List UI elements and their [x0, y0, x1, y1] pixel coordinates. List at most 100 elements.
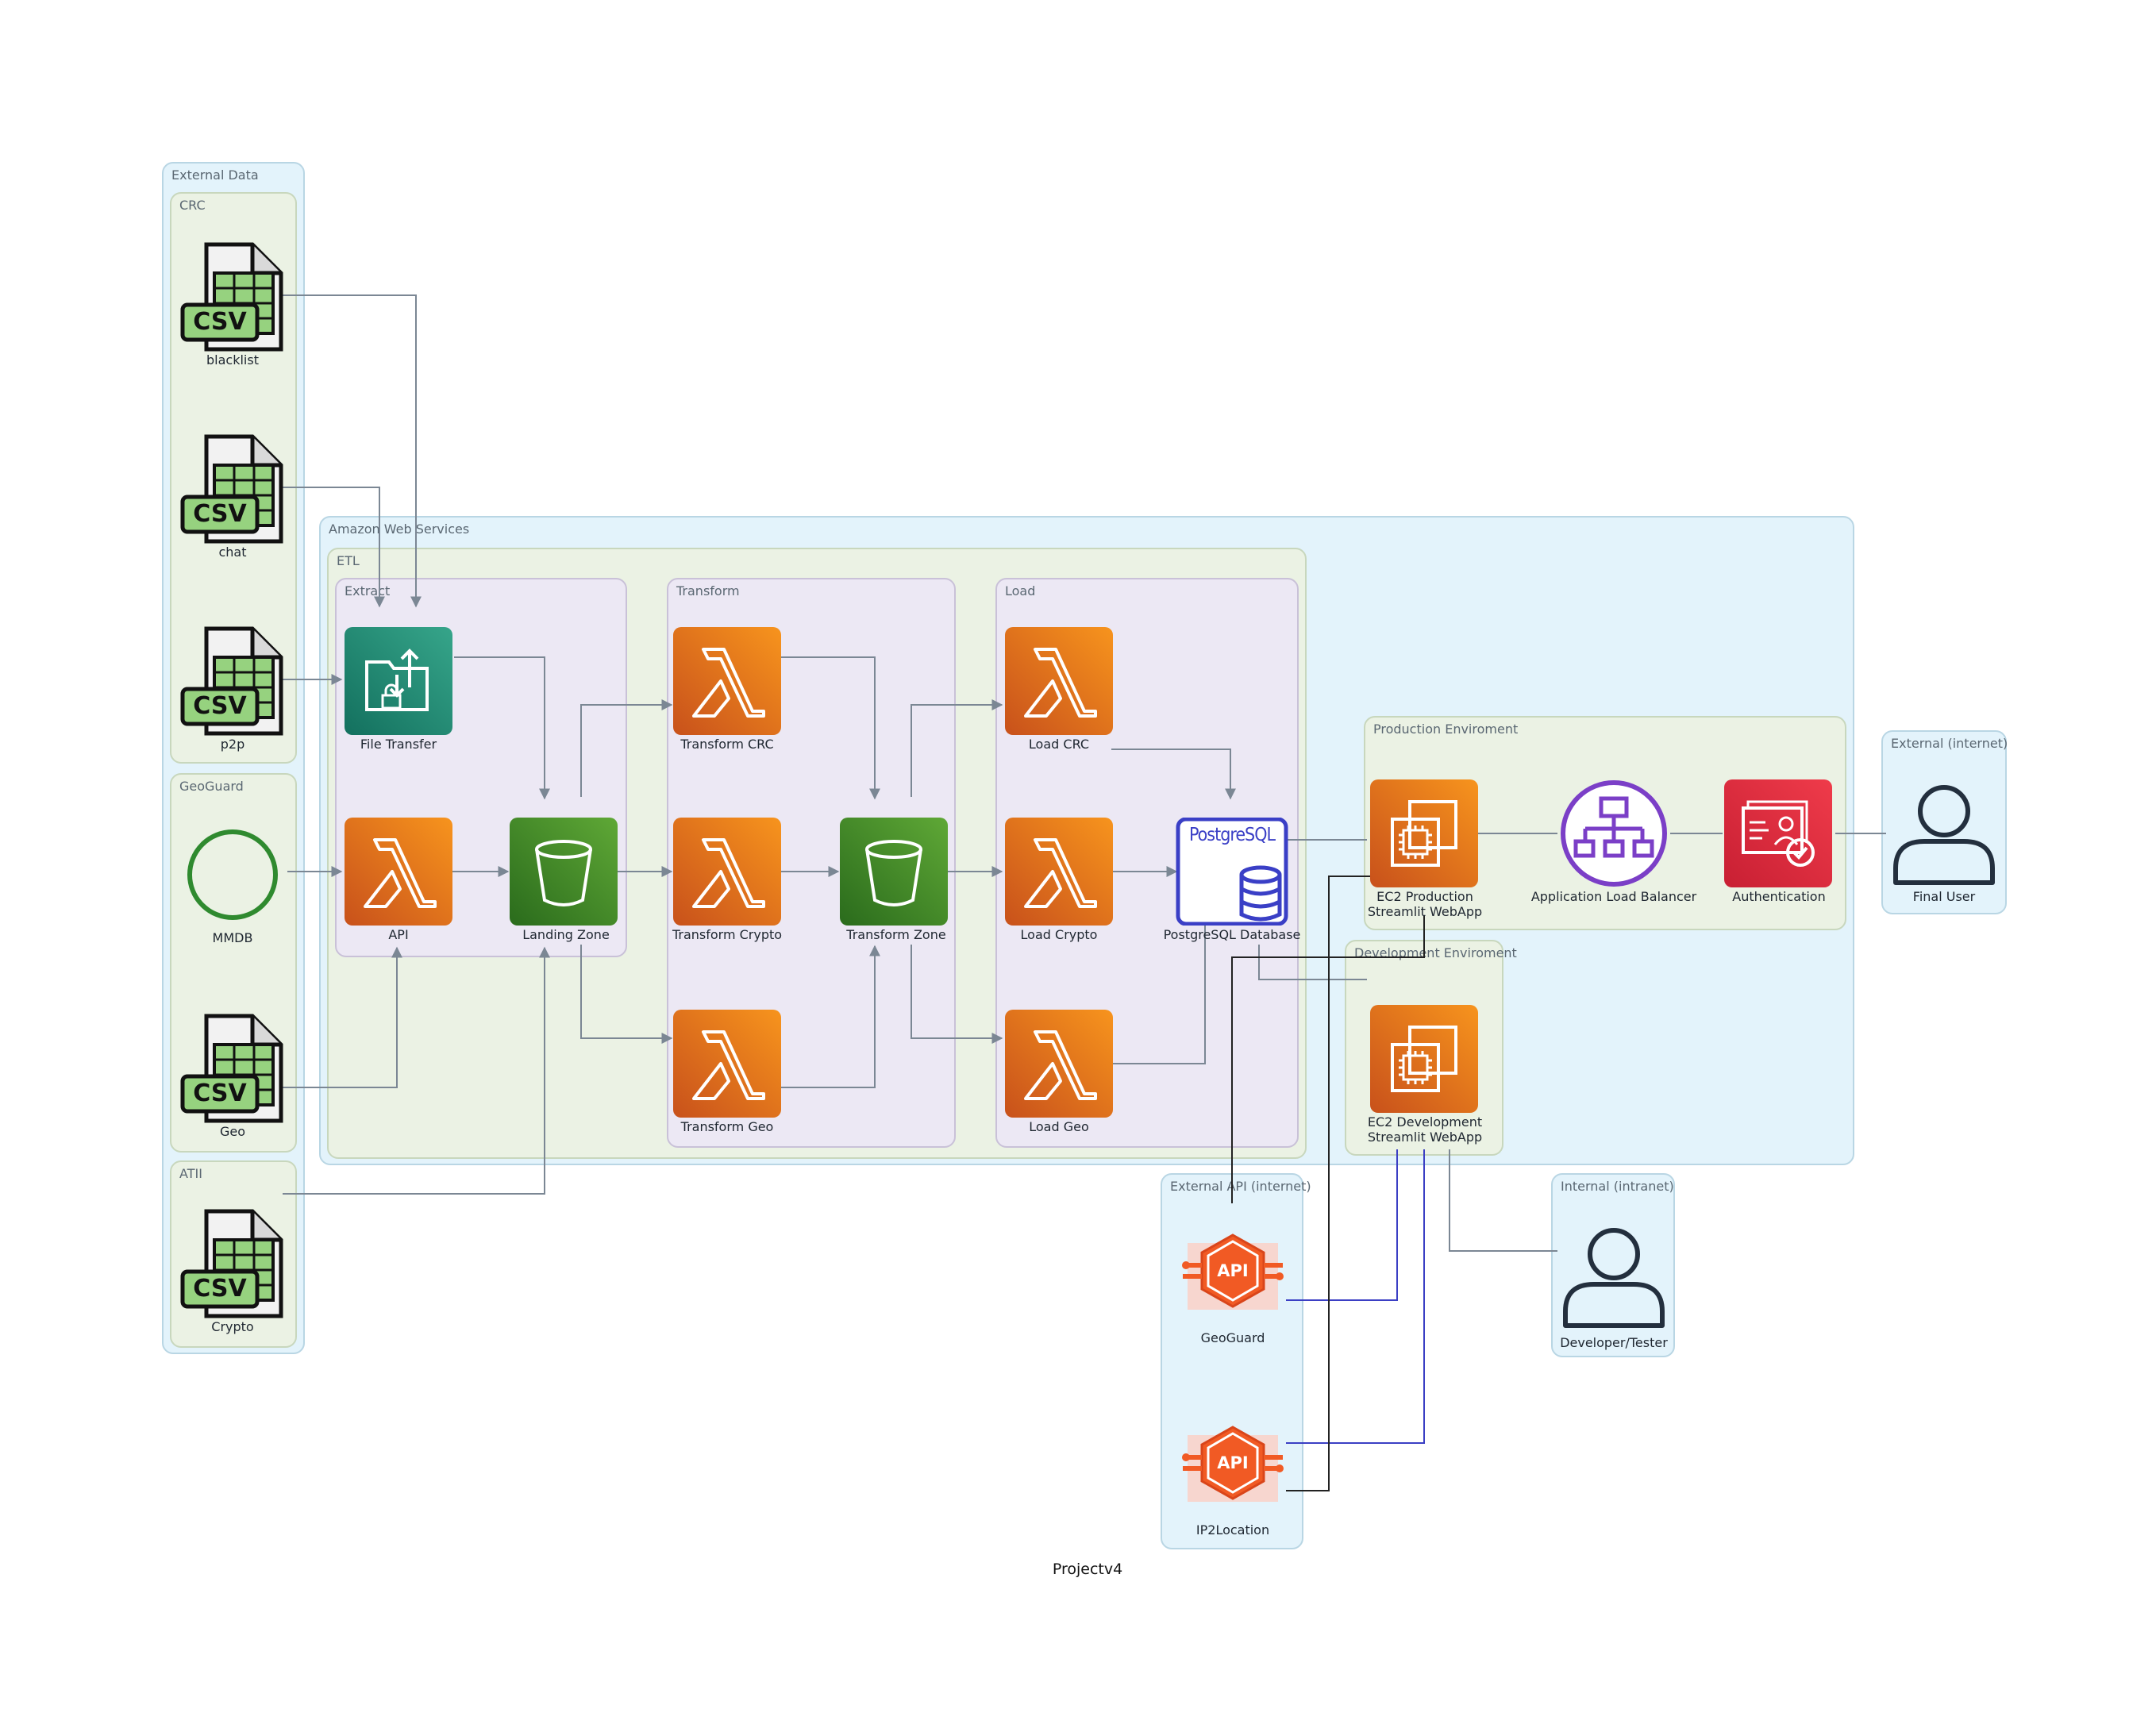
node-load-geo: Load Geo: [1003, 1010, 1115, 1137]
node-alb: Application Load Balancer: [1524, 779, 1704, 906]
cluster-label: Amazon Web Services: [329, 521, 470, 537]
node-label: blacklist: [206, 352, 259, 368]
load-balancer-icon: [1561, 780, 1667, 887]
api-gateway-icon: [1182, 1233, 1284, 1310]
node-label: GeoGuard: [1200, 1330, 1265, 1345]
node-chat: CSV chat: [179, 433, 286, 560]
cluster-label: Production Enviroment: [1373, 722, 1519, 737]
node-label: Authentication: [1732, 889, 1826, 904]
cluster-label: External (internet): [1891, 736, 2008, 751]
node-label: Transform Geo: [680, 1119, 774, 1134]
cluster-label: CRC: [179, 198, 206, 213]
node-p2p: CSV p2p: [179, 625, 286, 752]
cluster-label: Transform: [676, 583, 740, 598]
node-load-crypto: Load Crypto: [1003, 818, 1115, 945]
s3-bucket-icon: [840, 818, 948, 926]
node-ip2location-api: API IP2Location: [1175, 1419, 1291, 1546]
cluster-label: ATII: [179, 1166, 202, 1181]
node-label: Transform CRC: [680, 737, 774, 752]
node-file-transfer: File Transfer: [343, 627, 454, 754]
csv-icon-text: CSV: [193, 692, 247, 720]
s3-bucket-icon: [510, 818, 618, 926]
api-gateway-icon: [1182, 1426, 1284, 1502]
user-icon: [1563, 1228, 1665, 1328]
diagram-title: Projectv4: [1052, 1561, 1123, 1578]
node-label: Application Load Balancer: [1530, 889, 1697, 904]
csv-file-icon: [180, 1209, 283, 1318]
api-icon-text: API: [1217, 1453, 1249, 1472]
node-ec2-production: EC2 Production Streamlit WebApp: [1365, 779, 1484, 922]
node-label: Crypto: [211, 1319, 254, 1334]
transfer-family-icon: [345, 627, 452, 735]
csv-icon-text: CSV: [193, 1275, 247, 1303]
node-label: EC2 Development: [1367, 1114, 1483, 1130]
cluster-label: Load: [1005, 583, 1036, 598]
cluster-label: External API (internet): [1170, 1179, 1311, 1194]
node-landing-zone: Landing Zone: [506, 818, 626, 945]
csv-file-icon: [180, 626, 283, 736]
node-label: EC2 Production: [1376, 889, 1473, 904]
lambda-icon: [345, 818, 452, 926]
node-load-crc: Load CRC: [1003, 627, 1115, 754]
cluster-label: Extract: [345, 583, 391, 598]
node-label: File Transfer: [360, 737, 437, 752]
csv-file-icon: [180, 434, 283, 544]
cluster-label: Development Enviroment: [1354, 945, 1517, 960]
node-label: MMDB: [212, 930, 253, 945]
lambda-icon: [1005, 627, 1113, 735]
node-label: API: [388, 927, 409, 942]
node-crypto-csv: CSV Crypto: [179, 1208, 286, 1335]
node-transform-crc: Transform CRC: [672, 627, 783, 754]
node-transform-geo: Transform Geo: [672, 1010, 783, 1137]
ec2-icon: [1370, 779, 1478, 887]
lambda-icon: [1005, 818, 1113, 926]
cluster-label: External Data: [171, 167, 259, 183]
node-ec2-development: EC2 Development Streamlit WebApp: [1365, 1005, 1484, 1148]
cluster-label: Internal (intranet): [1561, 1179, 1674, 1194]
cluster-label: GeoGuard: [179, 779, 244, 794]
node-geoguard-api: API GeoGuard: [1175, 1227, 1291, 1354]
node-postgres: PostgreSQL PostgreSQL Database: [1162, 818, 1302, 945]
node-label: Transform Crypto: [672, 927, 783, 942]
node-label: IP2Location: [1195, 1522, 1270, 1537]
node-developer-tester: Developer/Tester: [1556, 1222, 1672, 1357]
ec2-icon: [1370, 1005, 1478, 1113]
node-label: Load CRC: [1028, 737, 1090, 752]
lambda-icon: [1005, 1010, 1113, 1118]
node-label: p2p: [220, 737, 245, 752]
node-label: Streamlit WebApp: [1367, 904, 1483, 919]
node-label: Load Crypto: [1020, 927, 1098, 942]
csv-icon-text: CSV: [193, 1080, 247, 1107]
node-label: Landing Zone: [522, 927, 610, 942]
lambda-icon: [673, 1010, 781, 1118]
postgresql-icon: [1176, 818, 1288, 926]
node-label: chat: [218, 545, 247, 560]
node-label: Streamlit WebApp: [1367, 1130, 1483, 1145]
node-transform-crypto: Transform Crypto: [667, 818, 787, 945]
node-label: PostgreSQL Database: [1163, 927, 1301, 942]
node-label: Final User: [1912, 889, 1976, 904]
node-label: Geo: [219, 1124, 246, 1139]
circle-icon: [187, 829, 278, 920]
lambda-icon: [673, 627, 781, 735]
node-geo-csv: CSV Geo: [179, 1013, 286, 1140]
cognito-auth-icon: [1724, 779, 1832, 887]
csv-file-icon: [180, 1014, 283, 1123]
node-label: Load Geo: [1029, 1119, 1089, 1134]
node-label: Developer/Tester: [1560, 1335, 1668, 1350]
node-authentication: Authentication: [1721, 779, 1837, 906]
node-mmdb: MMDB: [179, 826, 286, 953]
node-api-lambda: API: [343, 818, 454, 945]
csv-icon-text: CSV: [193, 308, 247, 336]
node-final-user: Final User: [1886, 779, 2002, 906]
node-label: Transform Zone: [846, 927, 946, 942]
node-transform-zone: Transform Zone: [837, 818, 956, 945]
cluster-label: ETL: [337, 553, 360, 568]
csv-icon-text: CSV: [193, 500, 247, 528]
api-icon-text: API: [1217, 1261, 1249, 1280]
postgresql-icon-text: PostgreSQL: [1188, 825, 1276, 845]
node-blacklist: CSV blacklist: [179, 241, 286, 368]
user-icon: [1893, 785, 1995, 885]
csv-file-icon: [180, 242, 283, 352]
